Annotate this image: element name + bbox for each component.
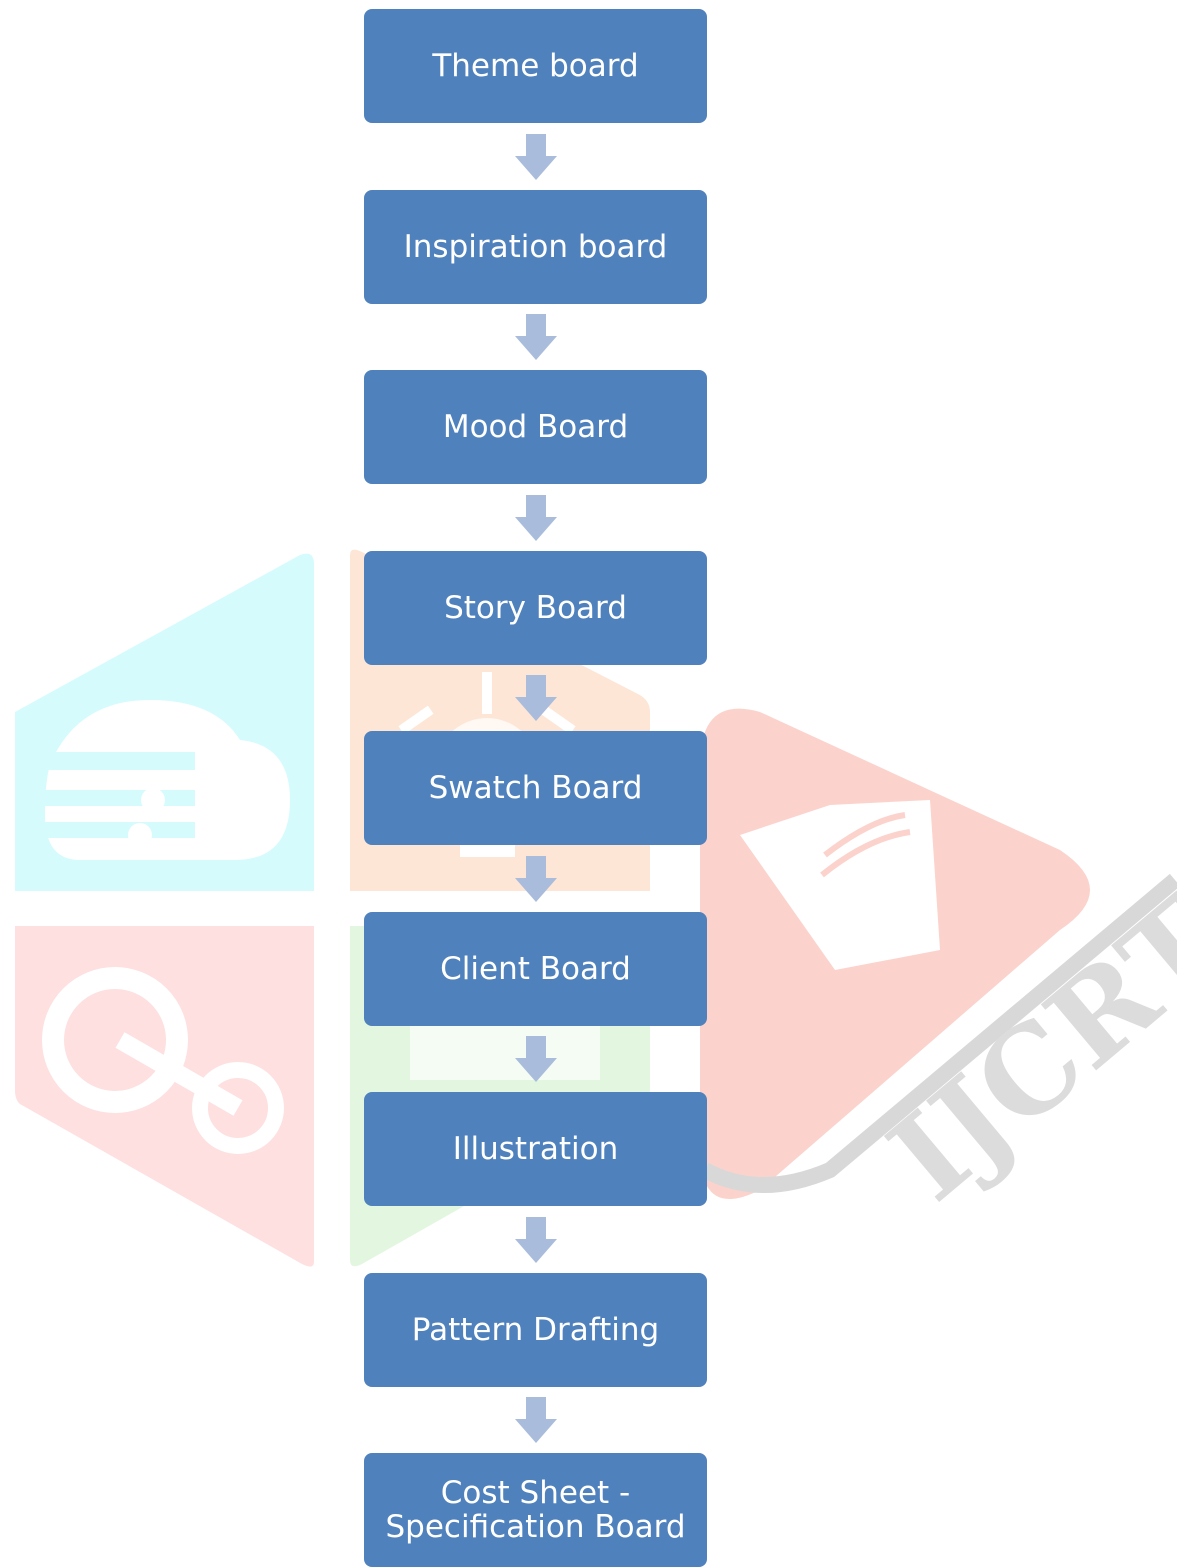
down-arrow-icon (515, 856, 557, 902)
cloud-circuit-icon (15, 553, 314, 891)
down-arrow-icon (515, 314, 557, 360)
down-arrow-icon (515, 134, 557, 180)
down-arrow-icon (515, 1036, 557, 1082)
flow-step-box: Swatch Board (364, 731, 707, 845)
book-play-icon (700, 708, 1177, 1199)
down-arrow-icon (515, 675, 557, 721)
flow-step-box: Inspiration board (364, 190, 707, 304)
gears-icon (15, 926, 314, 1267)
flow-step-box: Story Board (364, 551, 707, 665)
flow-step-box: Client Board (364, 912, 707, 1026)
flow-step-box: Pattern Drafting (364, 1273, 707, 1387)
flow-step-box: Illustration (364, 1092, 707, 1206)
down-arrow-icon (515, 1217, 557, 1263)
flow-step-box: Theme board (364, 9, 707, 123)
flow-step-box: Cost Sheet - Specification Board (364, 1453, 707, 1567)
down-arrow-icon (515, 495, 557, 541)
flow-step-box: Mood Board (364, 370, 707, 484)
down-arrow-icon (515, 1397, 557, 1443)
